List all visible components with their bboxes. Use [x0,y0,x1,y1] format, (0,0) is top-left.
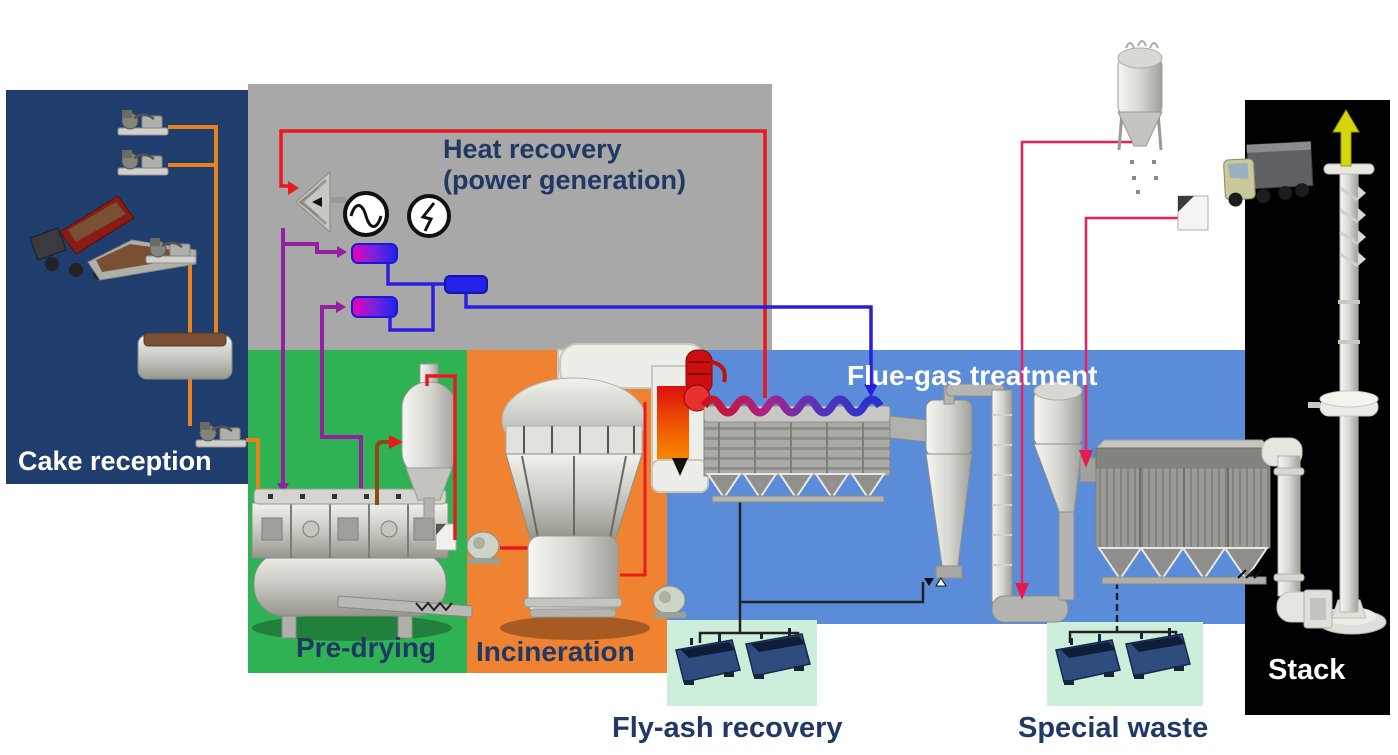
reagent-injection-lines [1015,140,1178,600]
combustion-air-line [620,402,647,577]
boiler-hoppers [706,473,886,503]
boiler-tube-bundle [700,395,884,417]
pre-drying-equipment [246,363,531,641]
heat-exchanger-1 [351,243,398,264]
flue-gas-equipment [698,140,1272,643]
tipping-truck-icon [29,195,135,280]
heat-recovery-equipment [277,129,878,500]
power-symbol-icon [407,194,451,238]
zone-cake-reception [6,90,248,484]
heat-exchanger-2 [351,296,398,318]
live-steam-line [279,129,767,398]
fluidized-bed-incinerator-icon [501,377,647,618]
waste-heat-boiler-icon [700,395,891,503]
air-blower-1 [466,531,501,565]
condensate-device-icon [435,523,457,551]
heat-recovery-label-line2: (power generation) [443,165,687,196]
condensate-lines [386,263,873,384]
extraction-steam-lines [281,228,363,500]
special-waste-label: Special waste [1018,712,1209,744]
cyclone-outlet-pipe [943,383,1069,623]
pre-drying-label: Pre-drying [296,632,437,663]
vapour-line [375,435,403,505]
reagent-silo-icon [1117,40,1163,194]
steam-turbine-icon [295,170,346,234]
dosing-unit-icon [1177,195,1209,231]
cyclone-icon [924,399,973,587]
boiler-inlet-arrow [672,458,688,476]
stack-label: Stack [1268,654,1346,686]
sludge-dryer-icon [251,488,452,641]
disposal-truck-icon [1223,141,1314,207]
cake-silo-icon [137,332,233,380]
stack-column-icon [1308,163,1379,619]
boiler-feed-arrow [864,384,878,397]
screw-conveyor-icon [337,595,473,618]
incineration-label: Incineration [476,636,635,667]
heat-recovery-label-line1: Heat recovery [443,134,622,164]
fly-ash-recovery-label: Fly-ash recovery [612,712,843,744]
heat-recovery-label: Heat recovery (power generation) [443,134,686,196]
incineration-equipment [500,343,727,640]
boiler-outlet-duct [889,415,929,443]
id-fan-icon [1303,589,1333,629]
hx2-inlet-arrow [336,301,346,313]
condenser-unit [444,275,488,294]
air-blower-2 [652,585,687,619]
vapour-condenser-icon [401,363,457,519]
bag-filter-icon [1094,439,1272,585]
emission-arrow-icon [1332,109,1360,167]
cake-reception-label: Cake reception [18,446,212,476]
generator-symbol-icon [343,191,389,237]
flue-gas-treatment-label: Flue-gas treatment [847,360,1098,391]
stack-equipment [1261,109,1387,635]
hx1-inlet-arrow [337,246,347,258]
cake-reception-equipment [29,108,260,498]
non-condensable-air-line [425,374,531,550]
incinerator-shadow [500,616,650,640]
stack-collar [1308,390,1379,417]
